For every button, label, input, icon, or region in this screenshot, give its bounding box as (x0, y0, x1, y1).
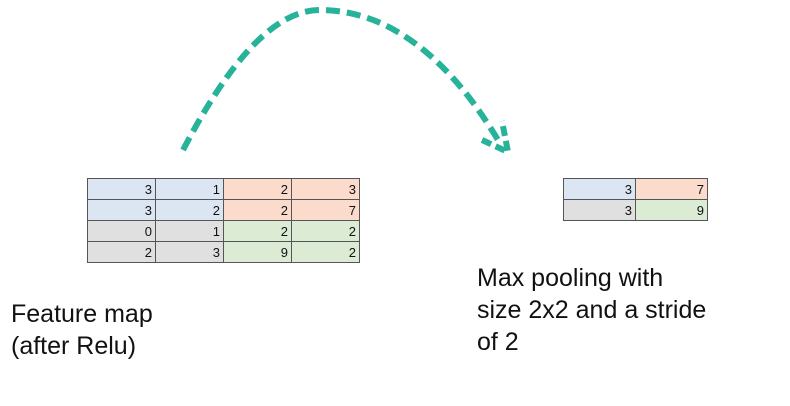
table-cell: 3 (87, 178, 156, 200)
table-cell: 3 (563, 178, 636, 200)
table-cell: 2 (291, 220, 360, 242)
table-cell: 9 (223, 241, 292, 263)
table-cell: 7 (635, 178, 708, 200)
feature-map-caption: Feature map (after Relu) (11, 300, 153, 360)
table-cell: 2 (223, 178, 292, 200)
table-cell: 3 (563, 199, 636, 221)
table-cell: 2 (155, 199, 224, 221)
table-cell: 9 (635, 199, 708, 221)
table-cell: 3 (87, 199, 156, 221)
table-cell: 3 (155, 241, 224, 263)
table-cell: 2 (291, 241, 360, 263)
table-cell: 3 (291, 178, 360, 200)
table-cell: 1 (155, 220, 224, 242)
table-cell: 7 (291, 199, 360, 221)
pooling-caption: Max pooling with size 2x2 and a stride o… (477, 264, 707, 356)
arrow-head (480, 120, 513, 158)
table-cell: 2 (87, 241, 156, 263)
arrow-curve (180, 6, 501, 152)
table-cell: 1 (155, 178, 224, 200)
table-cell: 0 (87, 220, 156, 242)
table-cell: 2 (223, 220, 292, 242)
table-cell: 2 (223, 199, 292, 221)
